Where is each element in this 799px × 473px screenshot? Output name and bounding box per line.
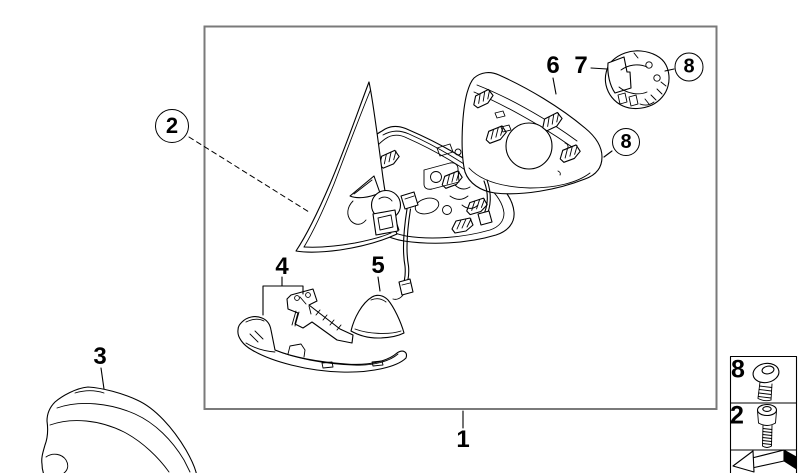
callout-2-label: 2 [165,113,179,138]
cover-wedge-drawing [350,294,405,339]
mirror-bracket-drawing [286,288,354,344]
fastener-2-label: 2 [730,401,744,430]
mirror-base-drawing [347,175,402,236]
fastener-8-label: 8 [731,355,745,384]
callout-5: 5 [371,252,385,279]
callout-7: 7 [574,52,588,79]
mirror-cap-drawing [41,386,197,473]
fastener-table [729,355,798,473]
cylinder-head-screw-icon [756,403,778,448]
diagram-frame-box [203,25,718,410]
mirror-actuator-drawing [604,50,670,110]
callout-4: 4 [275,253,289,280]
continuation-arrow-icon [732,449,797,473]
callout-8-circle-mid: 8 [612,128,640,156]
leader-lines [100,67,675,429]
mirror-housing-drawing [360,125,515,244]
mirror-glass-plate-drawing [461,72,603,195]
wiring-harness-drawing [392,179,493,300]
callout-3: 3 [93,343,107,370]
lower-trim-drawing [237,316,407,373]
callout-8-top-label: 8 [683,55,695,78]
callout-6: 6 [546,52,560,79]
callout-8-mid-label: 8 [620,130,632,153]
button-head-screw-icon [752,362,780,402]
callout-1: 1 [456,426,470,453]
callout-2-circle: 2 [155,109,189,143]
callout-8-circle-top: 8 [674,52,704,82]
